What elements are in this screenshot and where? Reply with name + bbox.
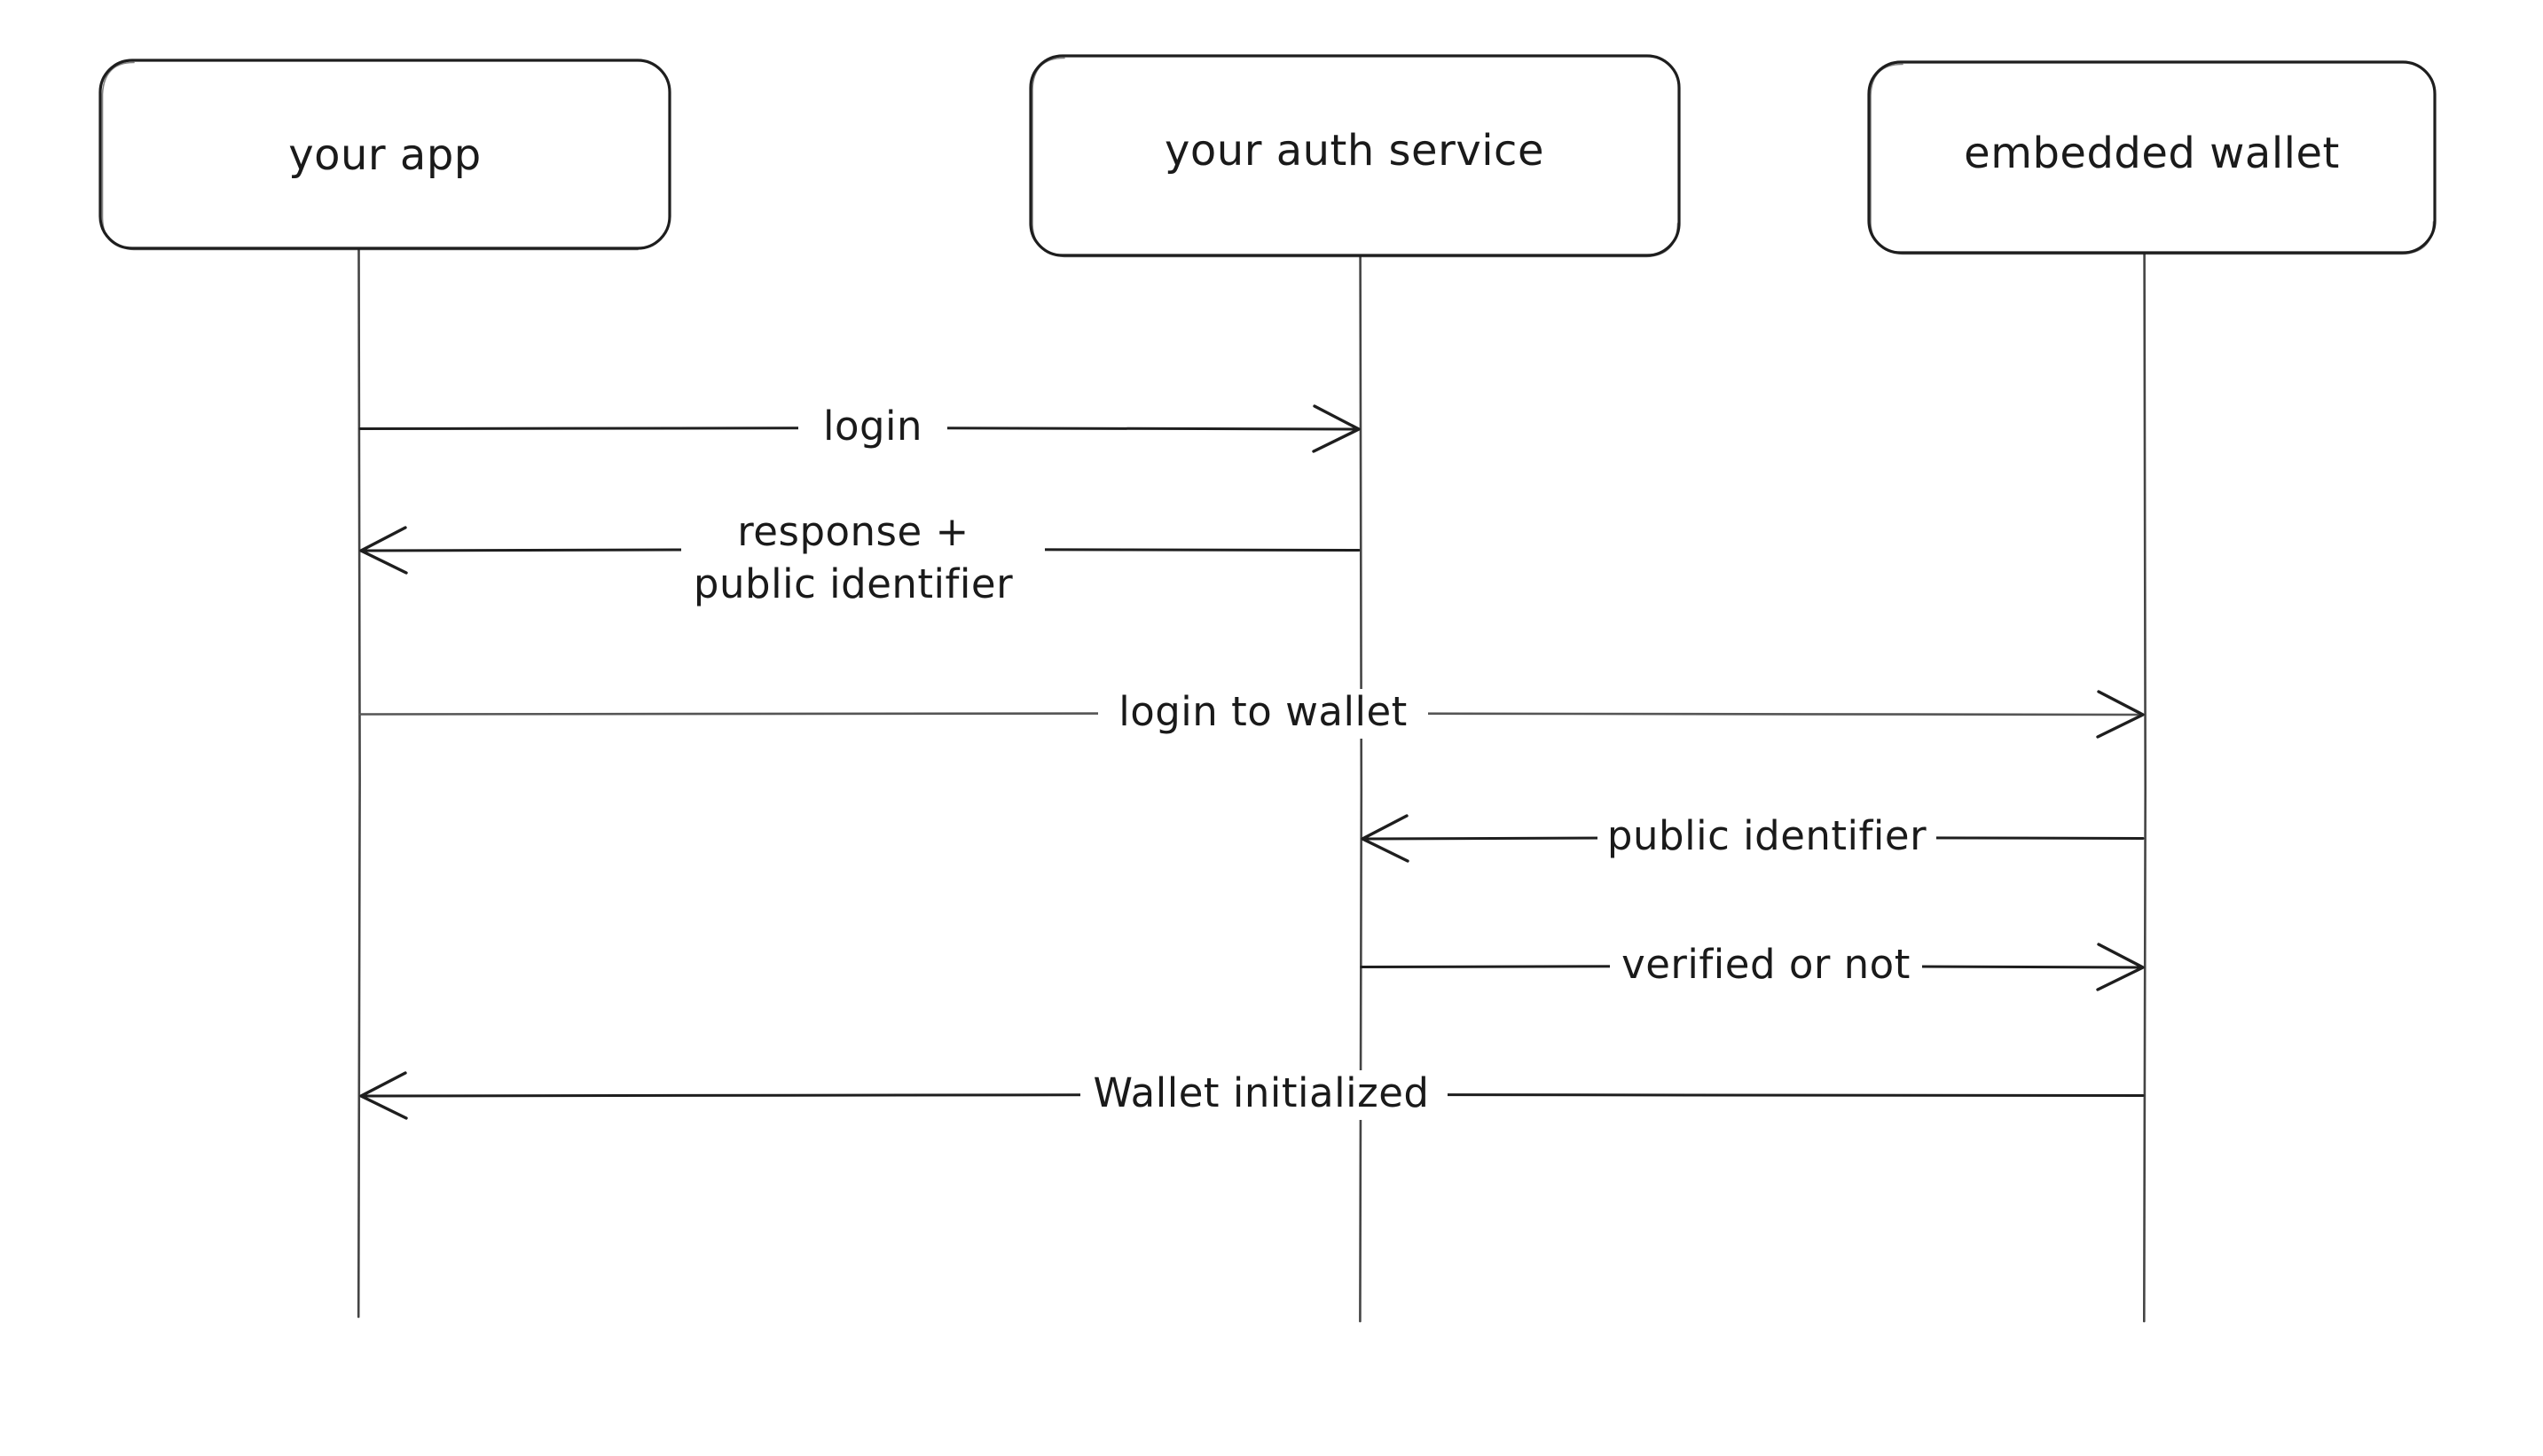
lifeline-your-auth-service xyxy=(1359,254,1363,1323)
arrow-head-login xyxy=(1312,404,1361,453)
message-label-wallet-initialized: Wallet initialized xyxy=(1094,1069,1430,1116)
message-label-response-public-identifier-line2: public identifier xyxy=(694,560,1013,607)
message-label-response-public-identifier-line1: response + xyxy=(737,508,969,555)
message-login[interactable]: login xyxy=(358,403,1361,453)
message-label-login: login xyxy=(823,403,922,450)
message-public-identifier[interactable]: public identifier xyxy=(1361,812,2145,863)
lifelines-group xyxy=(357,247,2147,1323)
message-wallet-initialized[interactable]: Wallet initialized xyxy=(359,1069,2145,1120)
message-label-verified-or-not: verified or not xyxy=(1621,941,1911,988)
actor-label-your-app: your app xyxy=(288,130,482,180)
arrow-head-response-public-identifier xyxy=(359,526,408,575)
message-label-bg-login-to-wallet xyxy=(1098,689,1428,739)
message-label-bg-wallet-initialized xyxy=(1080,1070,1448,1120)
message-label-bg-verified-or-not xyxy=(1610,942,1922,991)
arrow-head-verified-or-not xyxy=(2096,943,2145,991)
message-verified-or-not[interactable]: verified or not xyxy=(1360,941,2145,991)
message-label-bg-public-identifier xyxy=(1597,813,1936,863)
message-label-public-identifier: public identifier xyxy=(1607,812,1927,859)
message-label-bg-login xyxy=(798,403,947,453)
lifeline-your-app xyxy=(357,247,361,1319)
arrow-head-login-to-wallet xyxy=(2096,690,2145,739)
actor-rect-sketch-your-app xyxy=(101,61,639,251)
lifeline-embedded-wallet xyxy=(2143,252,2147,1323)
actor-box-embedded-wallet[interactable]: embedded wallet xyxy=(1867,60,2437,255)
actor-box-your-app[interactable]: your app xyxy=(98,59,671,251)
arrow-head-public-identifier xyxy=(1361,814,1409,863)
message-login-to-wallet[interactable]: login to wallet xyxy=(358,688,2145,739)
actor-rect-your-auth-service xyxy=(1029,54,1681,257)
actor-rect-sketch-embedded-wallet xyxy=(1870,63,2435,255)
actor-label-embedded-wallet: embedded wallet xyxy=(1964,129,2340,178)
actor-box-your-auth-service[interactable]: your auth service xyxy=(1029,54,1681,258)
message-label-bg-response-public-identifier xyxy=(681,498,1045,603)
actor-rect-embedded-wallet xyxy=(1867,60,2437,254)
actor-label-your-auth-service: your auth service xyxy=(1165,126,1544,176)
actor-rect-your-app xyxy=(98,59,671,250)
message-label-login-to-wallet: login to wallet xyxy=(1118,688,1408,735)
actor-rect-sketch-your-auth-service xyxy=(1032,57,1679,258)
arrow-head-wallet-initialized xyxy=(359,1071,408,1120)
message-response-public-identifier[interactable]: response + public identifier xyxy=(359,498,1361,607)
